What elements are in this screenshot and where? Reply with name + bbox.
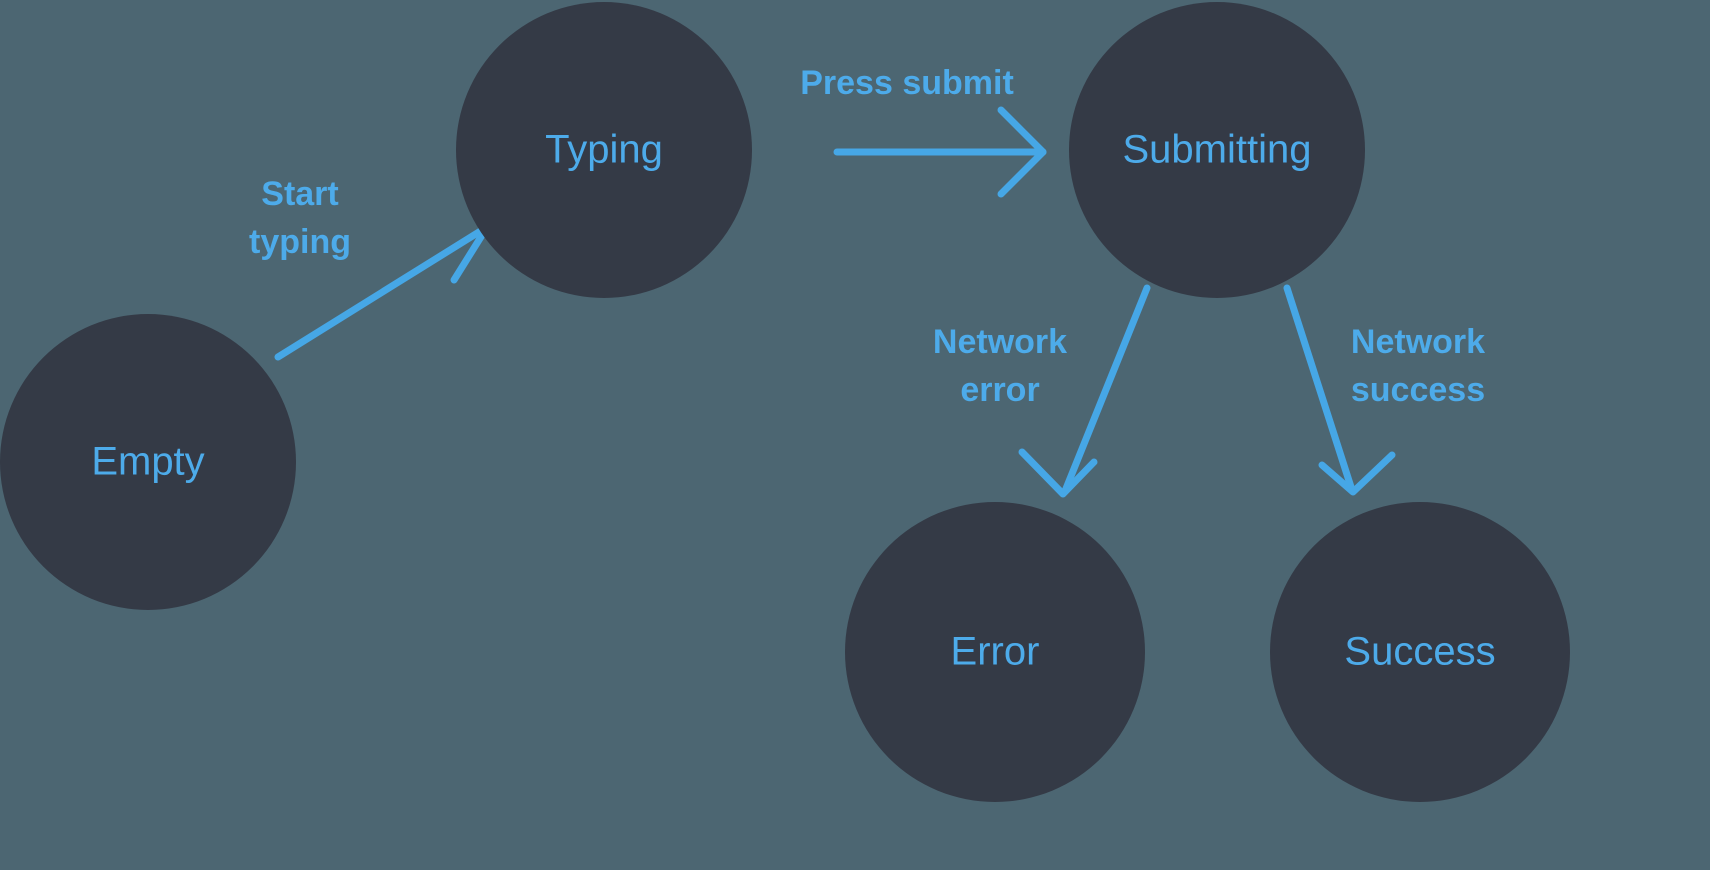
edge-label-press-submit: Press submit (800, 64, 1014, 102)
node-empty[interactable]: Empty (0, 314, 296, 610)
arrowhead-icon (1018, 448, 1098, 498)
node-label-submitting: Submitting (1123, 128, 1312, 172)
edge-label-line-2: success (1351, 371, 1485, 409)
node-error[interactable]: Error (845, 502, 1145, 802)
node-label-typing: Typing (545, 128, 663, 172)
node-circle[interactable] (1270, 502, 1570, 802)
node-success[interactable]: Success (1270, 502, 1570, 802)
edge-label-line-1: Start (261, 175, 338, 213)
edge-line (1283, 284, 1355, 491)
edge-label-line-2: error (960, 371, 1039, 409)
node-label-empty: Empty (91, 440, 204, 484)
edge-line (274, 223, 491, 361)
edge-label-line-1: Network (1351, 323, 1485, 361)
edge-label-start-typing: Start typing (249, 175, 351, 261)
arrowhead-icon (997, 106, 1047, 198)
node-label-success: Success (1344, 630, 1495, 674)
node-typing[interactable]: Typing (456, 2, 752, 298)
edge-label-line-1: Press submit (800, 64, 1014, 102)
edge-line (1061, 284, 1151, 495)
edge-label-line-2: typing (249, 223, 351, 261)
node-circle[interactable] (456, 2, 752, 298)
edge-label-network-error: Network error (933, 323, 1067, 409)
node-submitting[interactable]: Submitting (1069, 2, 1365, 298)
node-circle[interactable] (845, 502, 1145, 802)
edge-submitting-to-error (1018, 284, 1151, 498)
edge-typing-to-submitting (833, 106, 1047, 198)
node-circle[interactable] (0, 314, 296, 610)
node-label-error: Error (951, 630, 1040, 674)
edge-label-line-1: Network (933, 323, 1067, 361)
arrowhead-icon (1318, 451, 1396, 496)
node-circle[interactable] (1069, 2, 1365, 298)
edge-label-network-success: Network success (1351, 323, 1485, 409)
edge-submitting-to-success (1283, 284, 1396, 496)
